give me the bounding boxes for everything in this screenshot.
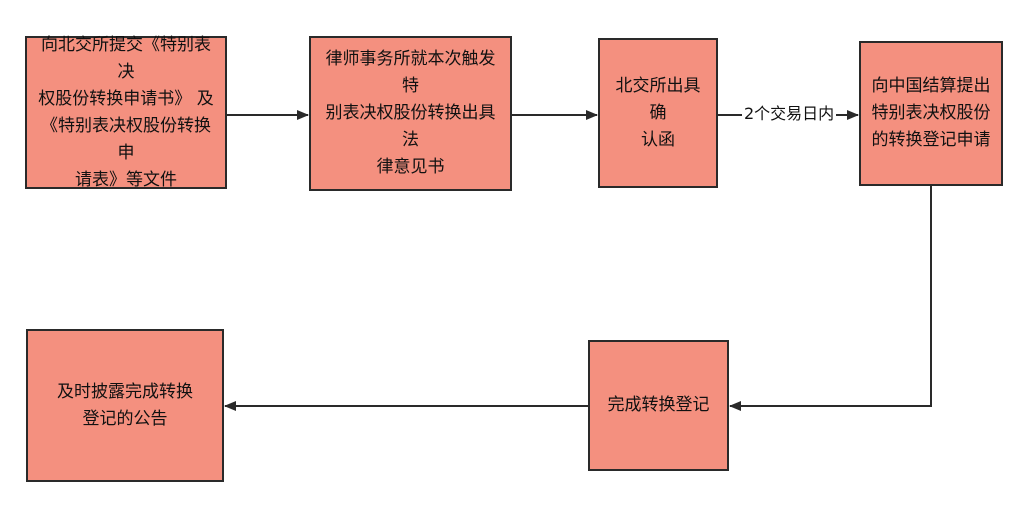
node-submit-application: 向北交所提交《特别表决 权股份转换申请书》 及 《特别表决权股份转换申 请表》等… [25,35,227,190]
node-disclose-announcement: 及时披露完成转换 登记的公告 [26,329,224,482]
arrow-step4-to-step5 [729,186,932,411]
edge-label-two-trading-days: 2个交易日内 [742,104,837,124]
node-legal-opinion: 律师事务所就本次触发特 别表决权股份转换出具法 律意见书 [309,36,512,191]
node-registration-application: 向中国结算提出 特别表决权股份 的转换登记申请 [859,41,1003,186]
node-complete-registration: 完成转换登记 [588,340,729,471]
node-confirmation-letter: 北交所出具确 认函 [598,38,718,188]
